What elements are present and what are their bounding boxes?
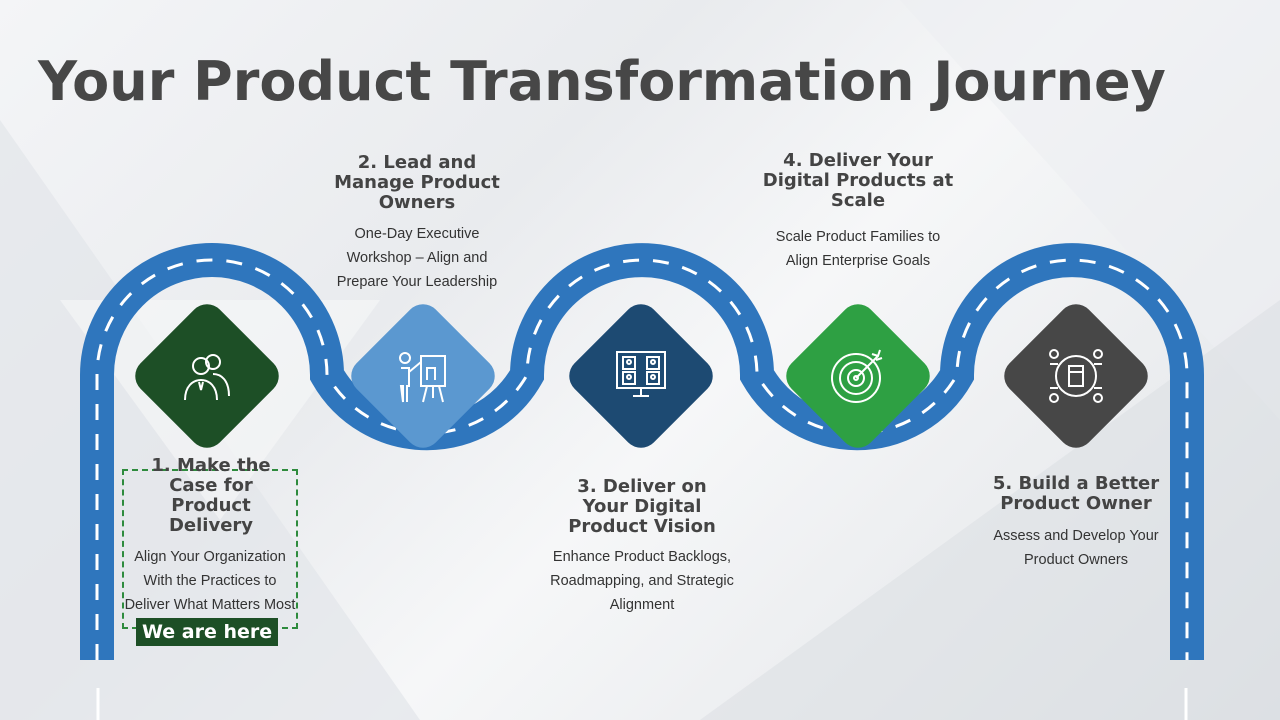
team-icon <box>184 354 230 401</box>
step-1-title: 1. Make the Case for Product Delivery <box>151 455 271 536</box>
monitor-board-icon <box>616 351 666 397</box>
step-5-title: 5. Build a Better Product Owner <box>992 473 1160 514</box>
step-4-title: 4. Deliver Your Digital Products at Scal… <box>762 150 954 211</box>
page-title: Your Product Transformation Journey <box>38 50 1166 113</box>
step-3-description: Enhance Product Backlogs, Roadmapping, a… <box>550 549 734 613</box>
presenter-icon <box>399 352 446 403</box>
step-2-title: 2. Lead and Manage Product Owners <box>334 152 500 213</box>
product-network-icon <box>1049 349 1103 403</box>
step-5-description: Assess and Develop Your Product Owners <box>993 528 1159 568</box>
we-are-here-label: We are here <box>136 618 278 646</box>
step-1-description: Align Your Organization With the Practic… <box>124 549 296 613</box>
step-3-title: 3. Deliver on Your Digital Product Visio… <box>568 476 716 537</box>
step-4-description: Scale Product Families to Align Enterpri… <box>775 229 941 269</box>
target-icon <box>831 349 883 403</box>
step-2-description: One-Day Executive Workshop – Align and P… <box>336 226 498 290</box>
